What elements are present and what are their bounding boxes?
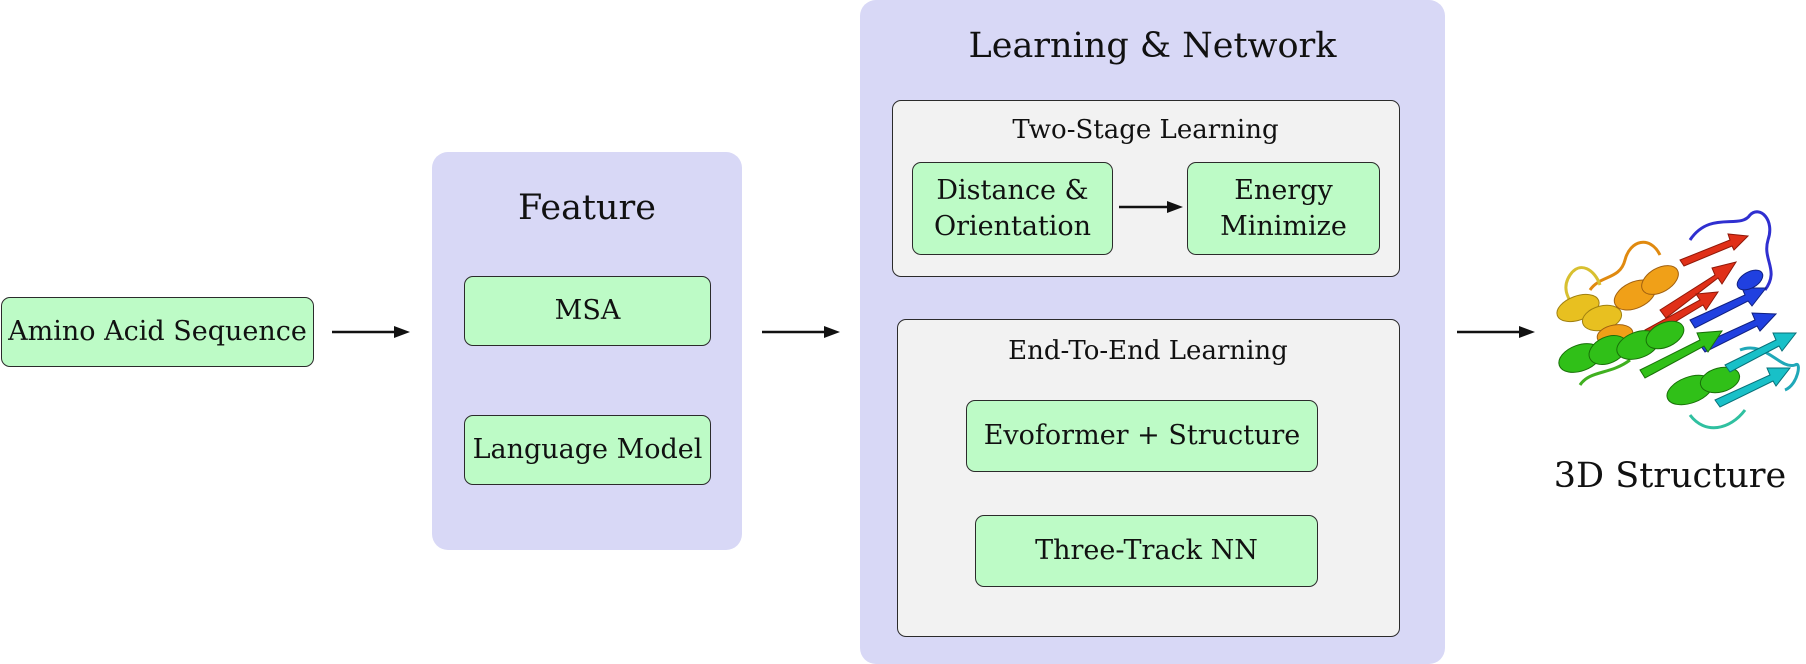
- feature-title: Feature: [517, 188, 656, 228]
- arrow-feature-to-learning: [762, 326, 840, 338]
- arrow-learning-to-structure: [1457, 326, 1535, 338]
- evoformer-structure-label: Evoformer + Structure: [983, 420, 1301, 452]
- amino-acid-sequence-box: Amino Acid Sequence: [1, 297, 314, 367]
- end-to-end-learning-title: End-To-End Learning: [1008, 336, 1288, 366]
- distance-orientation-line1: Distance &: [936, 175, 1089, 207]
- language-model-label: Language Model: [472, 434, 703, 466]
- end-to-end-learning-box: End-To-End Learning Evoformer + Structur…: [897, 319, 1400, 637]
- distance-orientation-box: Distance & Orientation: [912, 162, 1113, 255]
- arrow-distance-to-energy: [1119, 201, 1183, 213]
- arrow-input-to-feature: [332, 326, 410, 338]
- energy-minimize-box: Energy Minimize: [1187, 162, 1380, 255]
- two-stage-learning-title: Two-Stage Learning: [1012, 115, 1279, 145]
- protein-structure-image: [1556, 210, 1800, 430]
- msa-box: MSA: [464, 276, 711, 346]
- distance-orientation-line2: Orientation: [933, 210, 1092, 242]
- feature-panel: Feature MSA Language Model: [432, 152, 742, 550]
- amino-acid-sequence-label: Amino Acid Sequence: [8, 316, 307, 348]
- three-track-nn-label: Three-Track NN: [1035, 535, 1258, 567]
- learning-network-title: Learning & Network: [968, 26, 1337, 66]
- learning-network-panel: Learning & Network Two-Stage Learning Di…: [860, 0, 1445, 664]
- three-track-nn-box: Three-Track NN: [975, 515, 1318, 587]
- 3d-structure-label: 3D Structure: [1553, 456, 1787, 496]
- msa-label: MSA: [554, 295, 621, 327]
- two-stage-learning-box: Two-Stage Learning Distance & Orientatio…: [892, 100, 1400, 277]
- energy-minimize-line1: Energy: [1234, 175, 1333, 207]
- energy-minimize-line2: Minimize: [1220, 210, 1347, 242]
- language-model-box: Language Model: [464, 415, 711, 485]
- evoformer-structure-box: Evoformer + Structure: [966, 400, 1318, 472]
